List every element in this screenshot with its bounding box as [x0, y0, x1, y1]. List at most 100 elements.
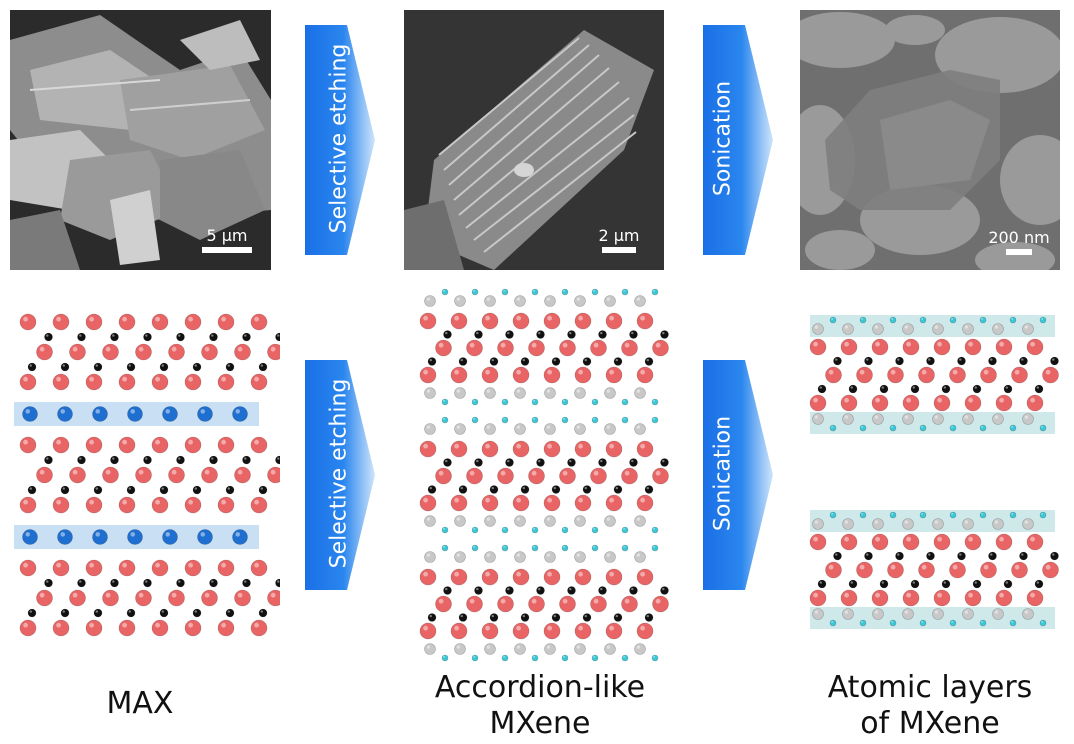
carbon-atom: [520, 357, 530, 366]
a-layer-atom: [197, 529, 213, 545]
max-flakes-graphic: [10, 10, 271, 270]
termination-atom: [424, 295, 436, 307]
termination-atom: [902, 518, 914, 530]
carbon-atom: [159, 362, 169, 372]
carbon-atom: [209, 455, 218, 465]
termination-atom: [932, 323, 944, 335]
hydrogen-atom: [501, 416, 509, 424]
metal-atom: [250, 313, 268, 331]
metal-atom: [543, 312, 561, 330]
hydrogen-atom: [441, 288, 449, 296]
termination-atom: [842, 323, 854, 335]
metal-atom: [995, 338, 1013, 356]
carbon-atom: [77, 332, 86, 342]
metal-atom: [636, 622, 654, 640]
hydrogen-atom: [949, 316, 957, 324]
hydrogen-atom: [651, 416, 659, 424]
metal-atom: [871, 533, 889, 551]
carbon-atom: [60, 485, 70, 495]
termination-atom: [872, 323, 884, 335]
termination-atom: [574, 423, 586, 435]
termination-atom: [484, 551, 496, 563]
carbon-atom: [957, 551, 966, 561]
carbon-atom: [660, 458, 669, 467]
termination-atom: [454, 295, 466, 307]
termination-atom: [544, 423, 556, 435]
metal-atom: [267, 343, 280, 361]
metal-atom: [217, 619, 235, 637]
selective-etching-arrow-top: Selective etching: [305, 25, 375, 255]
scale-label-layers: 200 nm: [988, 228, 1050, 247]
hydrogen-atom: [501, 398, 509, 406]
metal-atom: [85, 619, 103, 637]
hydrogen-atom: [1039, 511, 1047, 519]
carbon-atom: [505, 586, 514, 595]
accordion-particle-graphic: [404, 10, 664, 270]
carbon-atom: [1019, 551, 1028, 561]
carbon-atom: [192, 485, 202, 495]
carbon-atom: [613, 485, 623, 494]
carbon-atom: [848, 579, 858, 589]
metal-atom: [250, 559, 268, 577]
carbon-atom: [1034, 579, 1044, 589]
hydrogen-atom: [919, 619, 927, 627]
metal-atom: [871, 589, 889, 607]
hydrogen-atom: [829, 316, 837, 324]
carbon-atom: [458, 485, 468, 494]
metal-atom: [574, 440, 592, 458]
carbon-atom: [848, 384, 858, 394]
carbon-atom: [209, 332, 218, 342]
carbon-atom: [582, 357, 592, 366]
carbon-atom: [474, 586, 483, 595]
hydrogen-atom: [889, 424, 897, 432]
hydrogen-atom: [441, 526, 449, 534]
hydrogen-atom: [621, 654, 629, 662]
hydrogen-atom: [501, 544, 509, 552]
carbon-atom: [489, 613, 499, 622]
carbon-atom: [505, 458, 514, 467]
a-layer-atom: [92, 529, 108, 545]
termination-atom: [962, 323, 974, 335]
termination-atom: [1022, 518, 1034, 530]
metal-atom: [933, 338, 951, 356]
arrow-label-sonication: Sonication: [710, 80, 736, 197]
metal-atom: [964, 589, 982, 607]
metal-atom: [481, 568, 499, 586]
termination-atom: [574, 515, 586, 527]
carbon-atom: [443, 458, 452, 467]
metal-atom: [512, 440, 530, 458]
carbon-atom: [275, 455, 280, 465]
carbon-atom: [242, 332, 251, 342]
metal-atom: [809, 338, 827, 356]
metal-atom: [543, 622, 561, 640]
metal-atom: [19, 313, 37, 331]
metal-atom: [19, 559, 37, 577]
scale-bar-layers: 200 nm: [980, 228, 1058, 255]
metal-atom: [856, 561, 873, 579]
carbon-atom: [474, 330, 483, 339]
hydrogen-atom: [979, 619, 987, 627]
termination-atom: [514, 515, 526, 527]
metal-atom: [621, 339, 638, 357]
hydrogen-atom: [859, 619, 867, 627]
hydrogen-atom: [919, 424, 927, 432]
termination-atom: [454, 551, 466, 563]
metal-atom: [825, 561, 842, 579]
carbon-atom: [60, 362, 70, 372]
metal-atom: [902, 589, 920, 607]
metal-atom: [933, 589, 951, 607]
caption-layers-line1: Atomic layers: [827, 670, 1033, 705]
carbon-atom: [110, 455, 119, 465]
termination-atom: [842, 608, 854, 620]
carbon-atom: [879, 384, 889, 394]
carbon-atom: [536, 586, 545, 595]
metal-atom: [234, 466, 251, 484]
termination-atom: [484, 643, 496, 655]
termination-atom: [992, 518, 1004, 530]
metal-atom: [19, 496, 37, 514]
hydrogen-atom: [859, 316, 867, 324]
carbon-atom: [988, 356, 997, 366]
metal-atom: [118, 619, 136, 637]
carbon-atom: [895, 356, 904, 366]
metal-atom: [466, 595, 483, 613]
